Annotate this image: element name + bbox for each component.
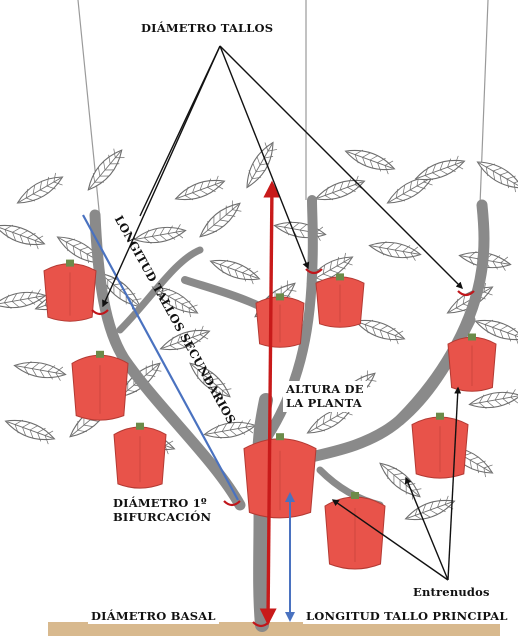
pepper-calyx [468, 334, 476, 341]
label-altura-line2: LA PLANTA [286, 396, 364, 410]
label-longitud-tallo-principal: LONGITUD TALLO PRINCIPAL [303, 608, 511, 624]
pepper-2 [72, 351, 128, 420]
leaf-3 [0, 220, 47, 251]
leaf-21 [368, 239, 422, 262]
leaf-2 [83, 146, 127, 195]
pepper-calyx [336, 273, 344, 280]
label-entrenudos: Entrenudos [410, 584, 493, 600]
leaf-5 [13, 359, 67, 382]
label-diametro-basal: DIÁMETRO BASAL [88, 608, 219, 624]
leaf-12 [208, 255, 262, 286]
leaf-8 [133, 224, 187, 247]
leaf-19 [343, 145, 397, 176]
label-bifurcacion-line1: DIÁMETRO 1º [113, 496, 211, 510]
pepper-calyx [136, 423, 144, 430]
height-arrow [268, 184, 272, 622]
pepper-1 [44, 260, 96, 322]
label-bifurcacion-line2: BIFURCACIÓN [113, 510, 211, 524]
pepper-8 [316, 273, 364, 327]
leaf-18 [313, 175, 367, 206]
leaf-11 [196, 198, 245, 242]
pointer-diametro-tallos-1 [103, 46, 220, 306]
pepper-7 [448, 334, 496, 392]
pepper-3 [114, 423, 166, 488]
label-diametro-tallos: DIÁMETRO TALLOS [138, 20, 276, 36]
label-altura-line1: ALTURA DE [286, 382, 364, 396]
pepper-calyx [276, 433, 284, 440]
label-altura-planta: ALTURA DE LA PLANTA [283, 381, 367, 412]
pepper-9 [256, 293, 304, 347]
pepper-calyx [436, 413, 444, 420]
leaf-29 [403, 495, 457, 526]
pepper-4 [244, 433, 316, 518]
pepper-calyx [66, 260, 74, 267]
leaf-27 [468, 389, 518, 412]
pepper-6 [412, 413, 468, 478]
pointer-entrenudos-1 [448, 388, 458, 580]
leaf-39 [173, 175, 227, 206]
label-diametro-bifurcacion: DIÁMETRO 1º BIFURCACIÓN [110, 495, 214, 526]
leaf-16 [273, 219, 327, 242]
leaf-7 [3, 415, 57, 446]
pepper-calyx [276, 293, 284, 300]
pointer-diametro-tallos-2 [220, 46, 308, 268]
pepper-calyx [351, 492, 359, 499]
pepper-calyx [96, 351, 104, 358]
leaf-1 [14, 171, 66, 209]
